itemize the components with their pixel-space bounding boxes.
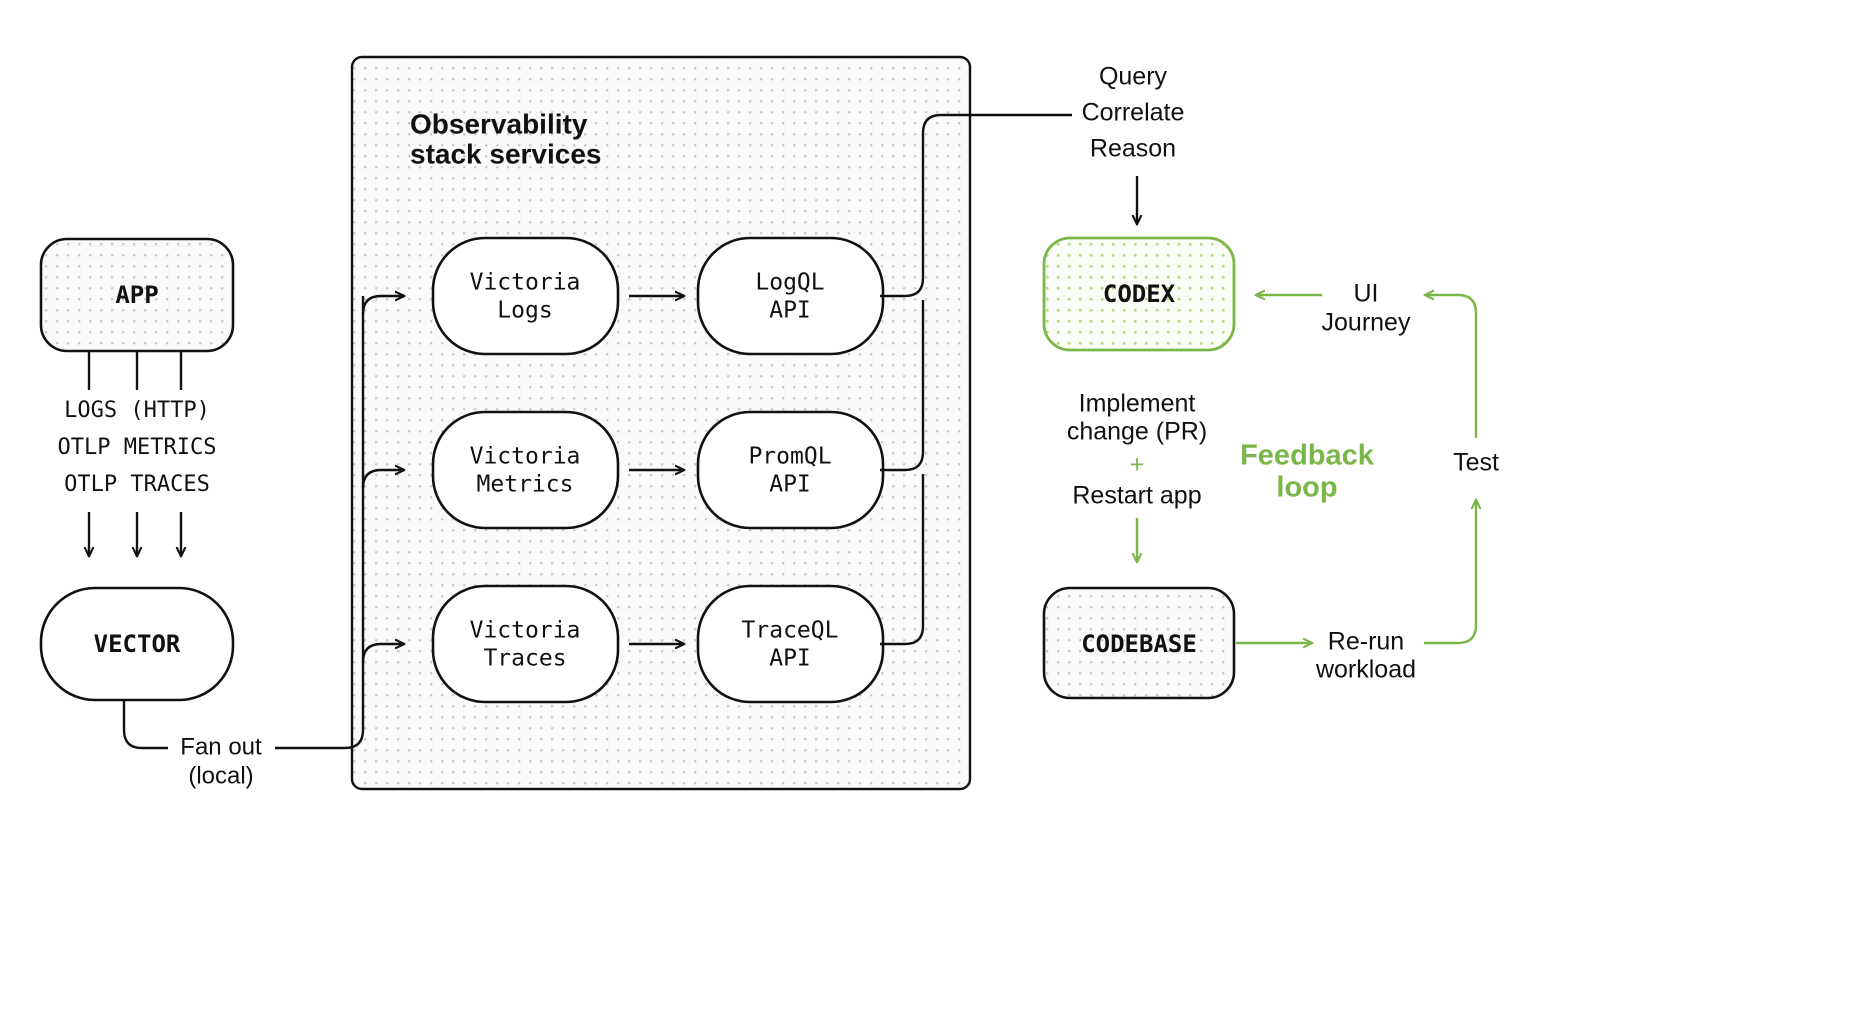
fan-out-connector-left: [122, 700, 168, 750]
node-codebase[interactable]: [1042, 586, 1236, 700]
implement-label-line1: Implement: [1079, 390, 1196, 418]
fanout-branch-traces: [361, 644, 404, 663]
stack-panel-title-line1: Observability: [410, 108, 588, 139]
node-codex[interactable]: [1042, 236, 1236, 352]
node-codex-label: CODEX: [1103, 280, 1176, 308]
node-victoria-metrics-line1: Victoria: [470, 444, 581, 470]
arrow-test-to-ui: [1425, 295, 1478, 438]
fanout-branch-metrics: [361, 470, 404, 489]
feedback-loop-label-line1: Feedback: [1240, 440, 1375, 472]
node-victoria-logs[interactable]: [431, 236, 620, 356]
implement-label-line2: change (PR): [1067, 418, 1207, 446]
fan-out-label-line2: (local): [188, 762, 253, 789]
fanout-branch-logs: [361, 296, 404, 315]
node-promql-api-line1: PromQL: [748, 444, 831, 470]
api-collector-traceql: [880, 474, 925, 646]
rerun-label-line2: workload: [1315, 656, 1416, 684]
node-traceql-api-line1: TraceQL: [742, 618, 839, 644]
stack-panel-title-line2: stack services: [410, 138, 602, 169]
node-victoria-metrics[interactable]: [431, 410, 620, 530]
node-victoria-logs-line1: Victoria: [470, 270, 581, 296]
rerun-label-line1: Re-run: [1328, 628, 1404, 656]
ui-journey-label-line2: Journey: [1322, 309, 1411, 337]
node-vector[interactable]: [39, 586, 235, 702]
test-label: Test: [1453, 449, 1499, 477]
telemetry-label-metrics: OTLP METRICS: [58, 435, 217, 460]
query-label-line3: Reason: [1090, 135, 1176, 163]
node-promql-api-line2: API: [769, 472, 811, 498]
node-traceql-api[interactable]: [696, 584, 885, 704]
node-logql-api-line1: LogQL: [755, 270, 824, 296]
plus-symbol: +: [1130, 451, 1145, 479]
query-label-line1: Query: [1099, 63, 1168, 91]
node-victoria-logs-line2: Logs: [497, 298, 552, 324]
fan-out-connector-right: [275, 296, 365, 750]
node-victoria-traces-line2: Traces: [483, 646, 566, 672]
arrow-rerun-to-test: [1424, 500, 1476, 645]
node-app-label: APP: [115, 281, 158, 309]
api-collector-logql: [880, 113, 1072, 298]
fan-out-label-line1: Fan out: [180, 733, 262, 760]
ui-journey-label-line1: UI: [1354, 280, 1379, 308]
node-victoria-metrics-line2: Metrics: [477, 472, 574, 498]
node-logql-api-line2: API: [769, 298, 811, 324]
feedback-loop-label-line2: loop: [1276, 472, 1337, 504]
telemetry-label-logs: LOGS (HTTP): [64, 398, 210, 423]
node-codebase-label: CODEBASE: [1081, 630, 1197, 658]
node-victoria-traces[interactable]: [431, 584, 620, 704]
node-victoria-traces-line1: Victoria: [470, 618, 581, 644]
node-promql-api[interactable]: [696, 410, 885, 530]
node-traceql-api-line2: API: [769, 646, 811, 672]
api-collector-promql: [880, 300, 925, 472]
telemetry-label-traces: OTLP TRACES: [64, 472, 210, 497]
node-vector-label: VECTOR: [94, 630, 181, 658]
restart-app-label: Restart app: [1072, 482, 1201, 510]
query-label-line2: Correlate: [1082, 99, 1185, 127]
node-logql-api[interactable]: [696, 236, 885, 356]
